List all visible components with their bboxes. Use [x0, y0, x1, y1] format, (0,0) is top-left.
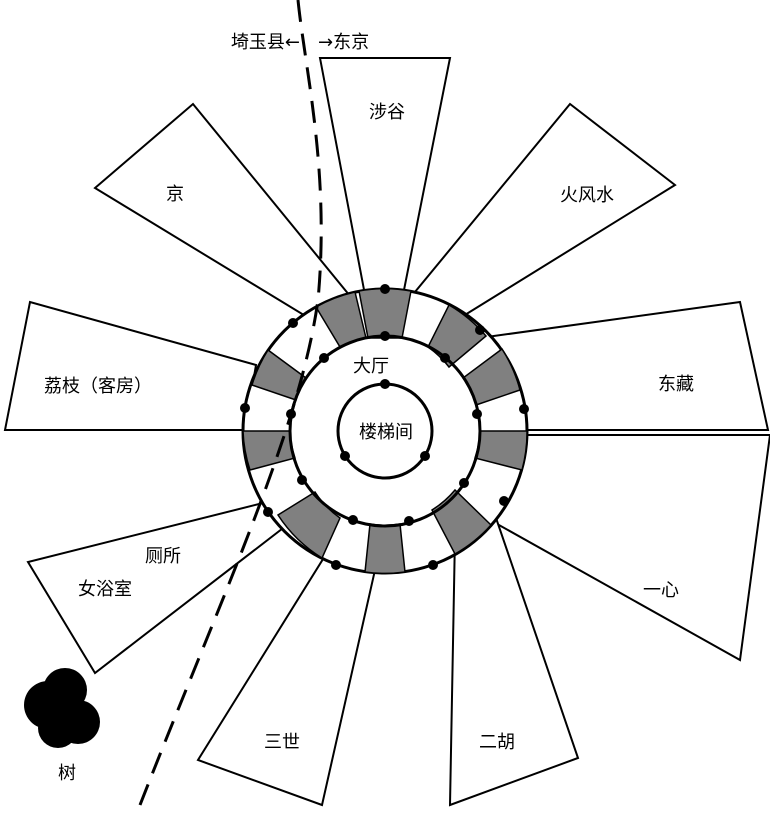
room-label-hifusui: 火风水 — [560, 185, 614, 206]
door-shibuya — [358, 287, 412, 339]
room-label-toilet: 厕所 — [145, 546, 181, 567]
room-label-isshin: 一心 — [643, 580, 679, 601]
room-hifusui — [408, 102, 677, 320]
room-shibuya — [318, 57, 452, 296]
hall-ring-dots — [286, 331, 482, 526]
room-label-sansei: 三世 — [264, 732, 300, 753]
prefecture-border-line — [138, 0, 323, 806]
door-isshin — [431, 488, 493, 556]
room-label-shibuya: 涉谷 — [369, 102, 405, 123]
room-label-kyo: 京 — [166, 184, 184, 205]
door-niko — [364, 523, 406, 575]
room-kyo — [93, 102, 352, 322]
stair-label: 楼梯间 — [359, 422, 413, 443]
room-bath — [26, 498, 302, 675]
room-label-reishi: 荔枝（客房） — [44, 376, 152, 397]
tree-label: 树 — [58, 763, 76, 784]
hall-label: 大厅 — [353, 356, 389, 377]
room-sansei — [196, 533, 377, 807]
room-label-bath: 女浴室 — [78, 579, 132, 600]
border-label: 埼玉县← →东京 — [231, 32, 369, 53]
tree-icon — [24, 668, 100, 748]
room-label-niko: 二胡 — [479, 732, 515, 753]
room-label-tozo: 东藏 — [658, 374, 694, 395]
stair-ring-dots — [340, 379, 430, 461]
door-sansei — [276, 490, 341, 560]
outer-ring-dots — [240, 284, 529, 570]
room-reishi — [3, 300, 258, 431]
